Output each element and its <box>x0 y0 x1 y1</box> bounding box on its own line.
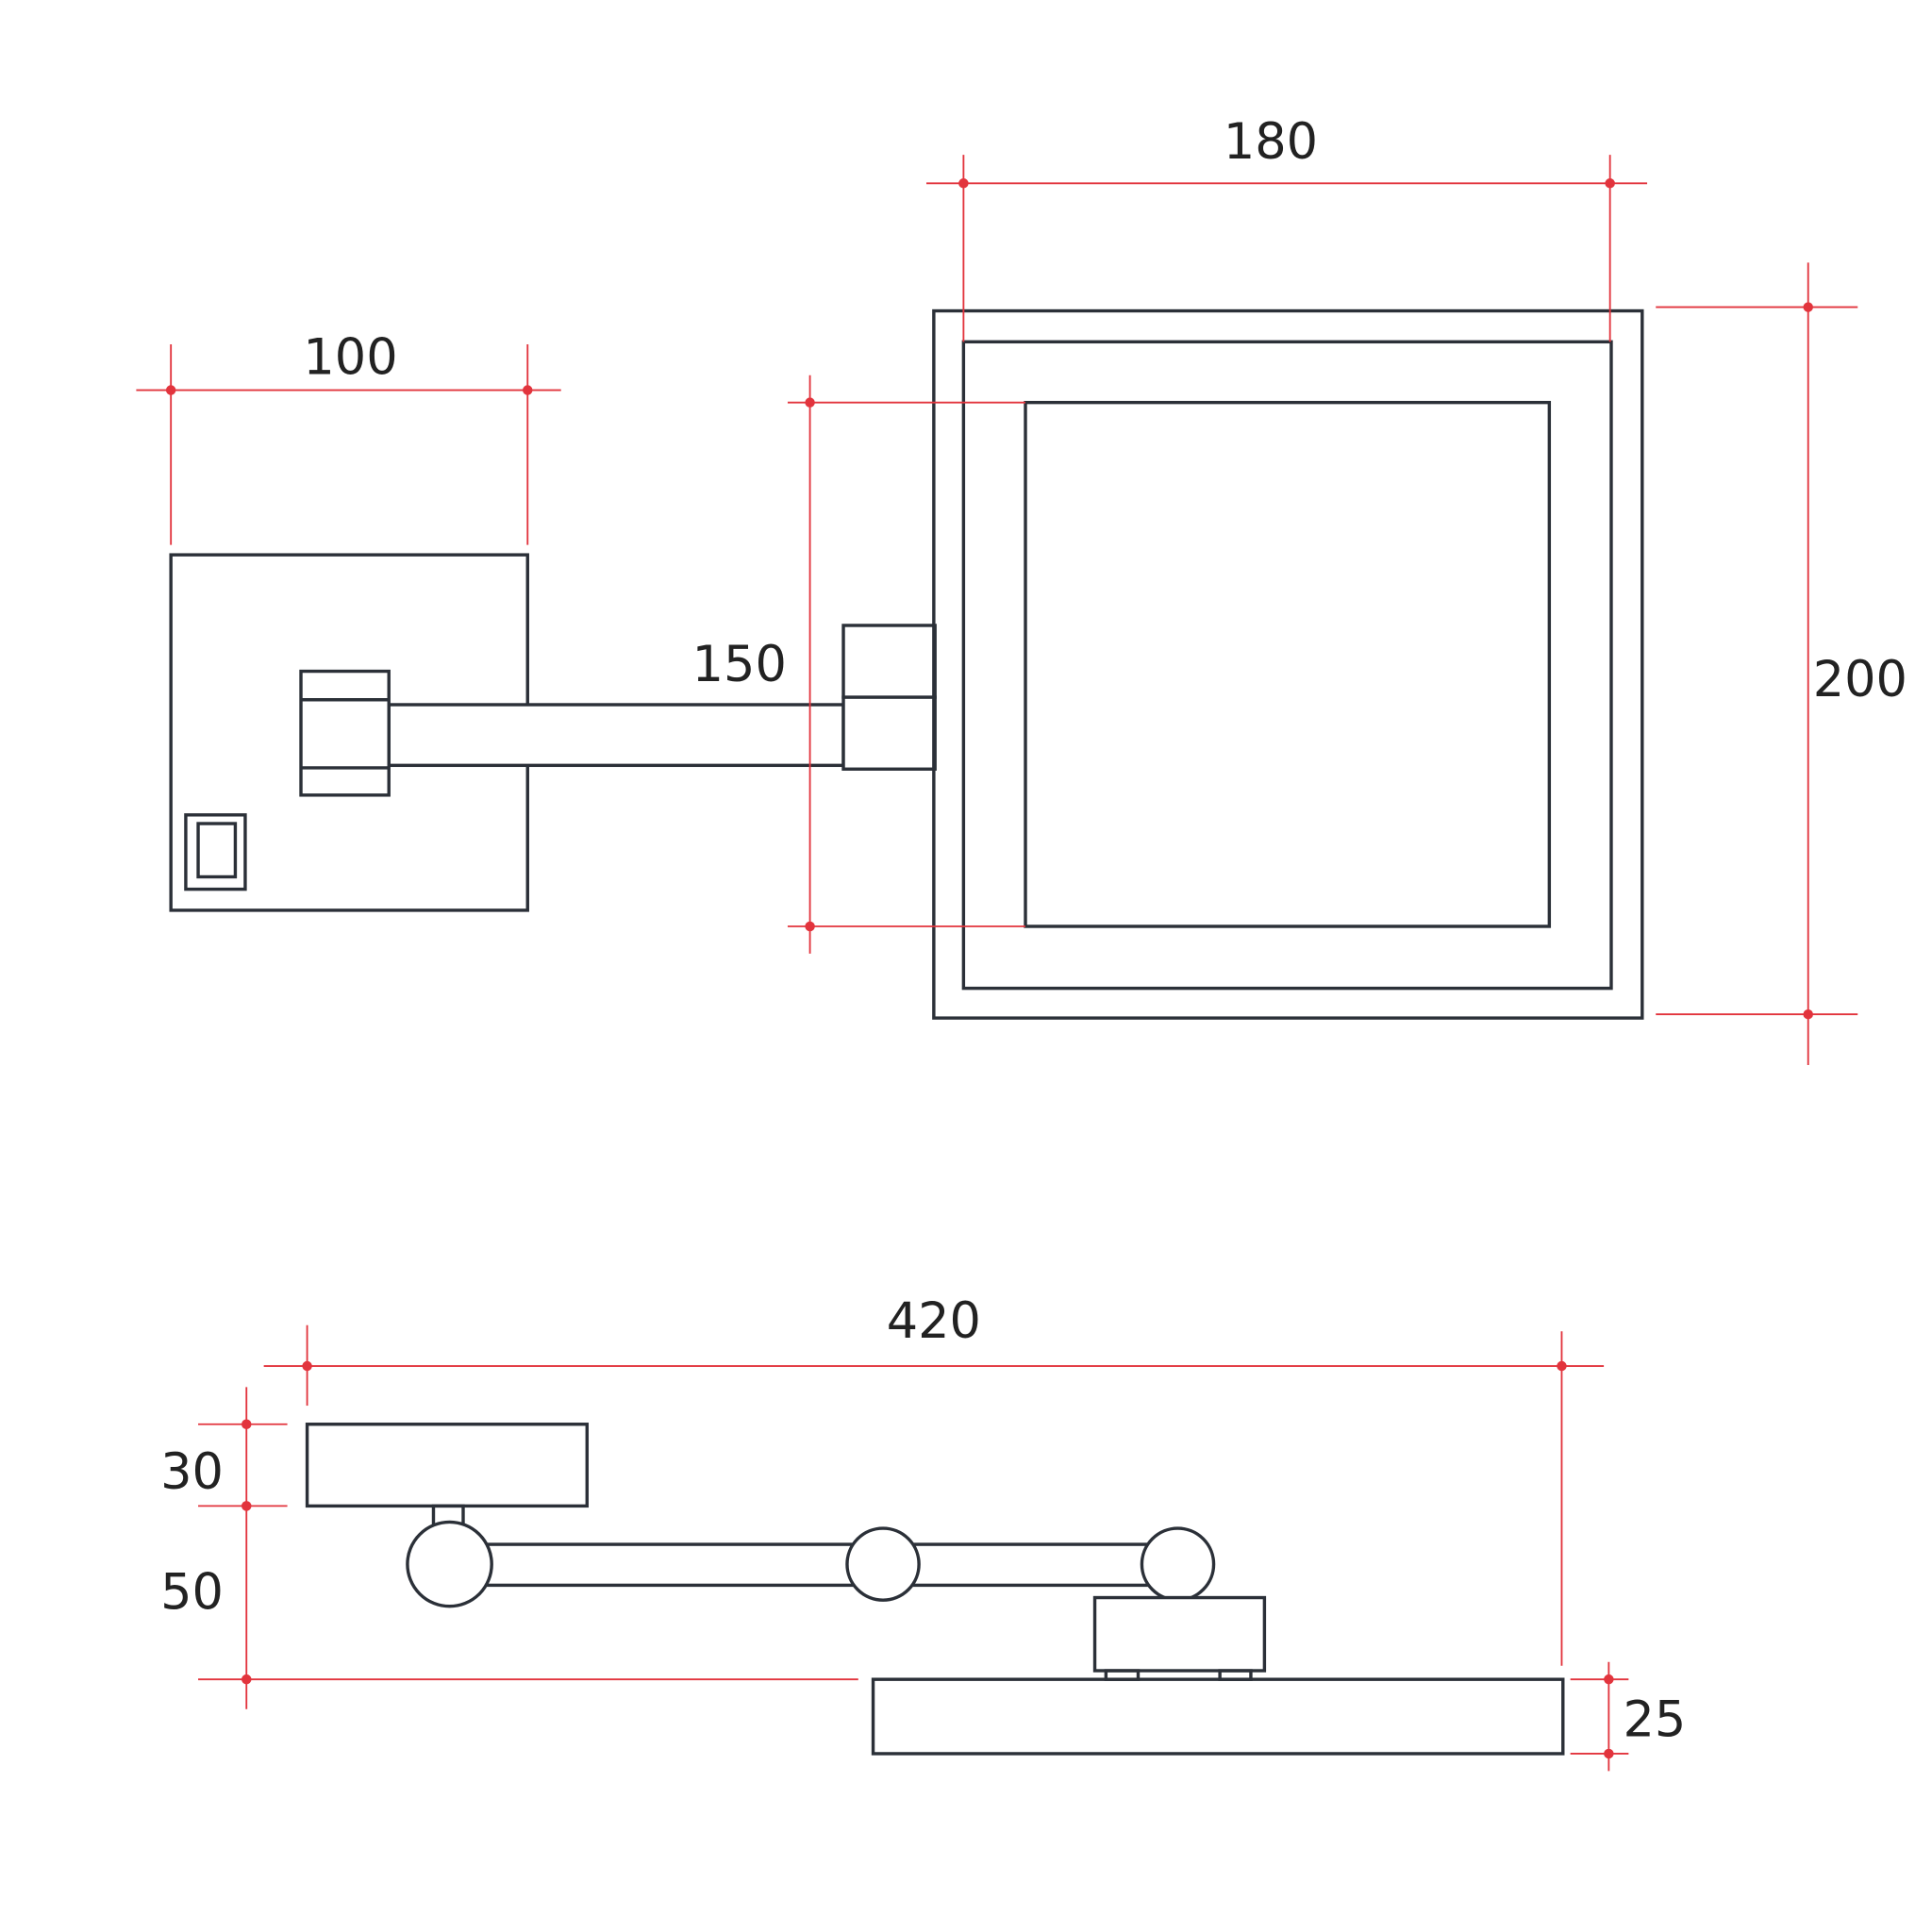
dimension-base-width: 100 <box>136 328 561 545</box>
dimension-mirror-depth: 25 <box>1570 1661 1687 1772</box>
mirror-mount-block <box>1092 1595 1267 1673</box>
dimension-arm-length: 150 <box>692 375 1026 954</box>
mirror-side <box>871 1677 1565 1756</box>
arm-segment-2 <box>908 1542 1154 1588</box>
top-view: 100 150 <box>136 113 1907 1066</box>
side-view: 420 30 50 25 <box>160 1292 1687 1772</box>
joint-3 <box>1140 1526 1216 1602</box>
dimension-vertical-offsets: 30 50 <box>160 1387 858 1709</box>
mirror-frame <box>932 308 1644 1020</box>
label-arm-offset: 50 <box>160 1563 224 1621</box>
wall-knuckle <box>299 669 391 797</box>
joint-2 <box>845 1526 921 1602</box>
switch-icon <box>184 813 247 891</box>
label-arm-length: 150 <box>692 636 787 693</box>
mirror-connector <box>841 624 937 771</box>
label-mirror-depth: 25 <box>1624 1691 1687 1749</box>
label-base-depth: 30 <box>160 1443 224 1501</box>
dimension-total-length: 420 <box>263 1292 1605 1666</box>
arm-segment-1 <box>481 1542 857 1588</box>
label-total-length: 420 <box>887 1292 981 1350</box>
wall-plate-side <box>305 1423 589 1508</box>
label-base-width: 100 <box>303 328 397 386</box>
arm <box>387 703 845 768</box>
label-mirror-height: 200 <box>1813 651 1907 708</box>
label-mirror-width: 180 <box>1224 113 1318 171</box>
dimension-mirror-width: 180 <box>925 113 1648 342</box>
dimension-mirror-height: 200 <box>1656 262 1907 1066</box>
joint-1 <box>406 1520 493 1608</box>
